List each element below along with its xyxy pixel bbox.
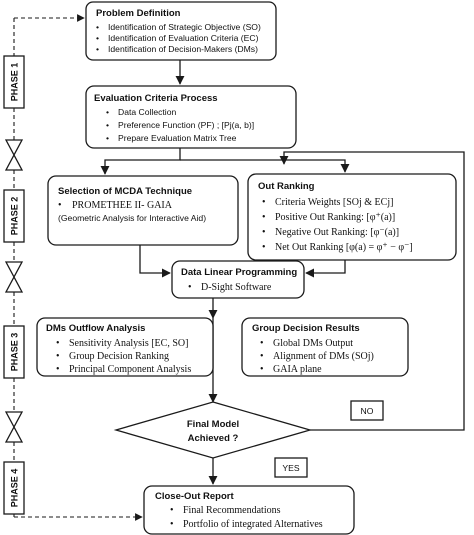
group-results-box: Group Decision Results • Global DMs Outp… (241, 317, 409, 377)
criteria-item-2: Preference Function (PF) ; [Pj(a, b)] (118, 120, 254, 130)
bullet-icon: • (56, 364, 60, 375)
criteria-item-3: Prepare Evaluation Matrix Tree (118, 133, 237, 143)
out-ranking-title: Out Ranking (258, 181, 315, 192)
group-results-item-2: Alignment of DMs (SOj) (273, 351, 374, 362)
phase-3-box: PHASE 3 (3, 325, 25, 379)
bullet-icon: • (260, 351, 264, 362)
problem-definition-box: Problem Definition • Identification of S… (85, 1, 277, 61)
phase-1-label: PHASE 1 (10, 63, 20, 102)
phase-2-label: PHASE 2 (10, 197, 20, 236)
group-results-item-3: GAIA plane (273, 364, 322, 375)
decision-line-2: Achieved ? (188, 433, 239, 444)
mcda-title: Selection of MCDA Technique (58, 186, 192, 197)
outflow-item-3: Principal Component Analysis (69, 364, 191, 375)
bullet-icon: • (56, 338, 60, 349)
outflow-item-1: Sensitivity Analysis [EC, SO] (69, 338, 188, 349)
bullet-icon: • (260, 364, 264, 375)
decision-line-1: Final Model (187, 419, 239, 430)
bullet-icon: • (106, 107, 109, 117)
outflow-title: DMs Outflow Analysis (46, 323, 145, 334)
arrow-mcda-to-lp (139, 245, 171, 278)
bullet-icon: • (262, 227, 266, 238)
closeout-item-1: Final Recommendations (183, 505, 281, 516)
phase-3-label: PHASE 3 (10, 333, 20, 372)
bullet-icon: • (56, 351, 60, 362)
problem-definition-title: Problem Definition (96, 8, 181, 19)
yes-label: YES (282, 463, 299, 473)
valve-icon (4, 139, 24, 171)
outflow-analysis-box: DMs Outflow Analysis • Sensitivity Analy… (36, 317, 214, 377)
bullet-icon: • (96, 33, 99, 43)
mcda-selection-box: Selection of MCDA Technique • PROMETHEE … (47, 175, 239, 246)
bullet-icon: • (262, 242, 266, 253)
bullet-icon: • (260, 338, 264, 349)
problem-item-2: Identification of Evaluation Criteria (E… (108, 33, 259, 43)
group-results-title: Group Decision Results (252, 323, 360, 334)
arrow-outranking-to-lp (305, 260, 346, 278)
outranking-item-2: Positive Out Ranking: [φ⁺(a)] (275, 212, 395, 223)
problem-item-3: Identification of Decision-Makers (DMs) (108, 44, 258, 54)
mcda-method-description: (Geometric Analysis for Interactive Aid) (58, 213, 206, 223)
criteria-item-1: Data Collection (118, 107, 176, 117)
yes-label-box: YES (274, 457, 308, 478)
arrow-no-feedback (279, 151, 465, 431)
evaluation-criteria-box: Evaluation Criteria Process • Data Colle… (85, 85, 297, 149)
mcda-method: PROMETHEE II- GAIA (72, 200, 173, 211)
outranking-item-1: Criteria Weights [SOj & ECj] (275, 197, 393, 208)
arrow-criteria-to-mcda (100, 148, 181, 175)
decision-diamond: Final Model Achieved ? (113, 401, 313, 459)
lp-item-1: D-Sight Software (201, 282, 272, 293)
phase-1-box: PHASE 1 (3, 55, 25, 109)
valve-icon (4, 411, 24, 443)
closeout-item-2: Portfolio of integrated Alternatives (183, 519, 323, 530)
no-label: NO (361, 406, 374, 416)
outflow-item-2: Group Decision Ranking (69, 351, 169, 362)
problem-item-1: Identification of Strategic Objective (S… (108, 22, 261, 32)
outranking-item-3: Negative Out Ranking: [φ⁻(a)] (275, 227, 399, 238)
bullet-icon: • (170, 519, 174, 530)
bullet-icon: • (58, 200, 62, 211)
phase-4-label: PHASE 4 (10, 469, 20, 508)
phase-2-box: PHASE 2 (3, 189, 25, 243)
bullet-icon: • (96, 22, 99, 32)
no-label-box: NO (350, 400, 384, 421)
bullet-icon: • (106, 133, 109, 143)
outranking-item-4: Net Out Ranking [φ(a) = φ⁺ − φ⁻] (275, 242, 413, 253)
out-ranking-box: Out Ranking • Criteria Weights [SOj & EC… (247, 173, 457, 261)
bullet-icon: • (170, 505, 174, 516)
evaluation-criteria-title: Evaluation Criteria Process (94, 93, 218, 104)
bullet-icon: • (188, 282, 192, 293)
phase-timeline: PHASE 1 PHASE 2 PHASE 3 PHASE 4 (3, 14, 143, 521)
bullet-icon: • (96, 44, 99, 54)
bullet-icon: • (106, 120, 109, 130)
linear-programming-box: Data Linear Programming • D-Sight Softwa… (171, 260, 305, 299)
closeout-report-box: Close-Out Report • Final Recommendations… (143, 485, 355, 535)
bullet-icon: • (262, 212, 266, 223)
bullet-icon: • (262, 197, 266, 208)
phase-4-box: PHASE 4 (3, 461, 25, 515)
closeout-title: Close-Out Report (155, 491, 234, 502)
arrow-criteria-to-outranking (180, 159, 350, 173)
linear-programming-title: Data Linear Programming (181, 267, 297, 278)
group-results-item-1: Global DMs Output (273, 338, 353, 349)
valve-icon (4, 261, 24, 293)
